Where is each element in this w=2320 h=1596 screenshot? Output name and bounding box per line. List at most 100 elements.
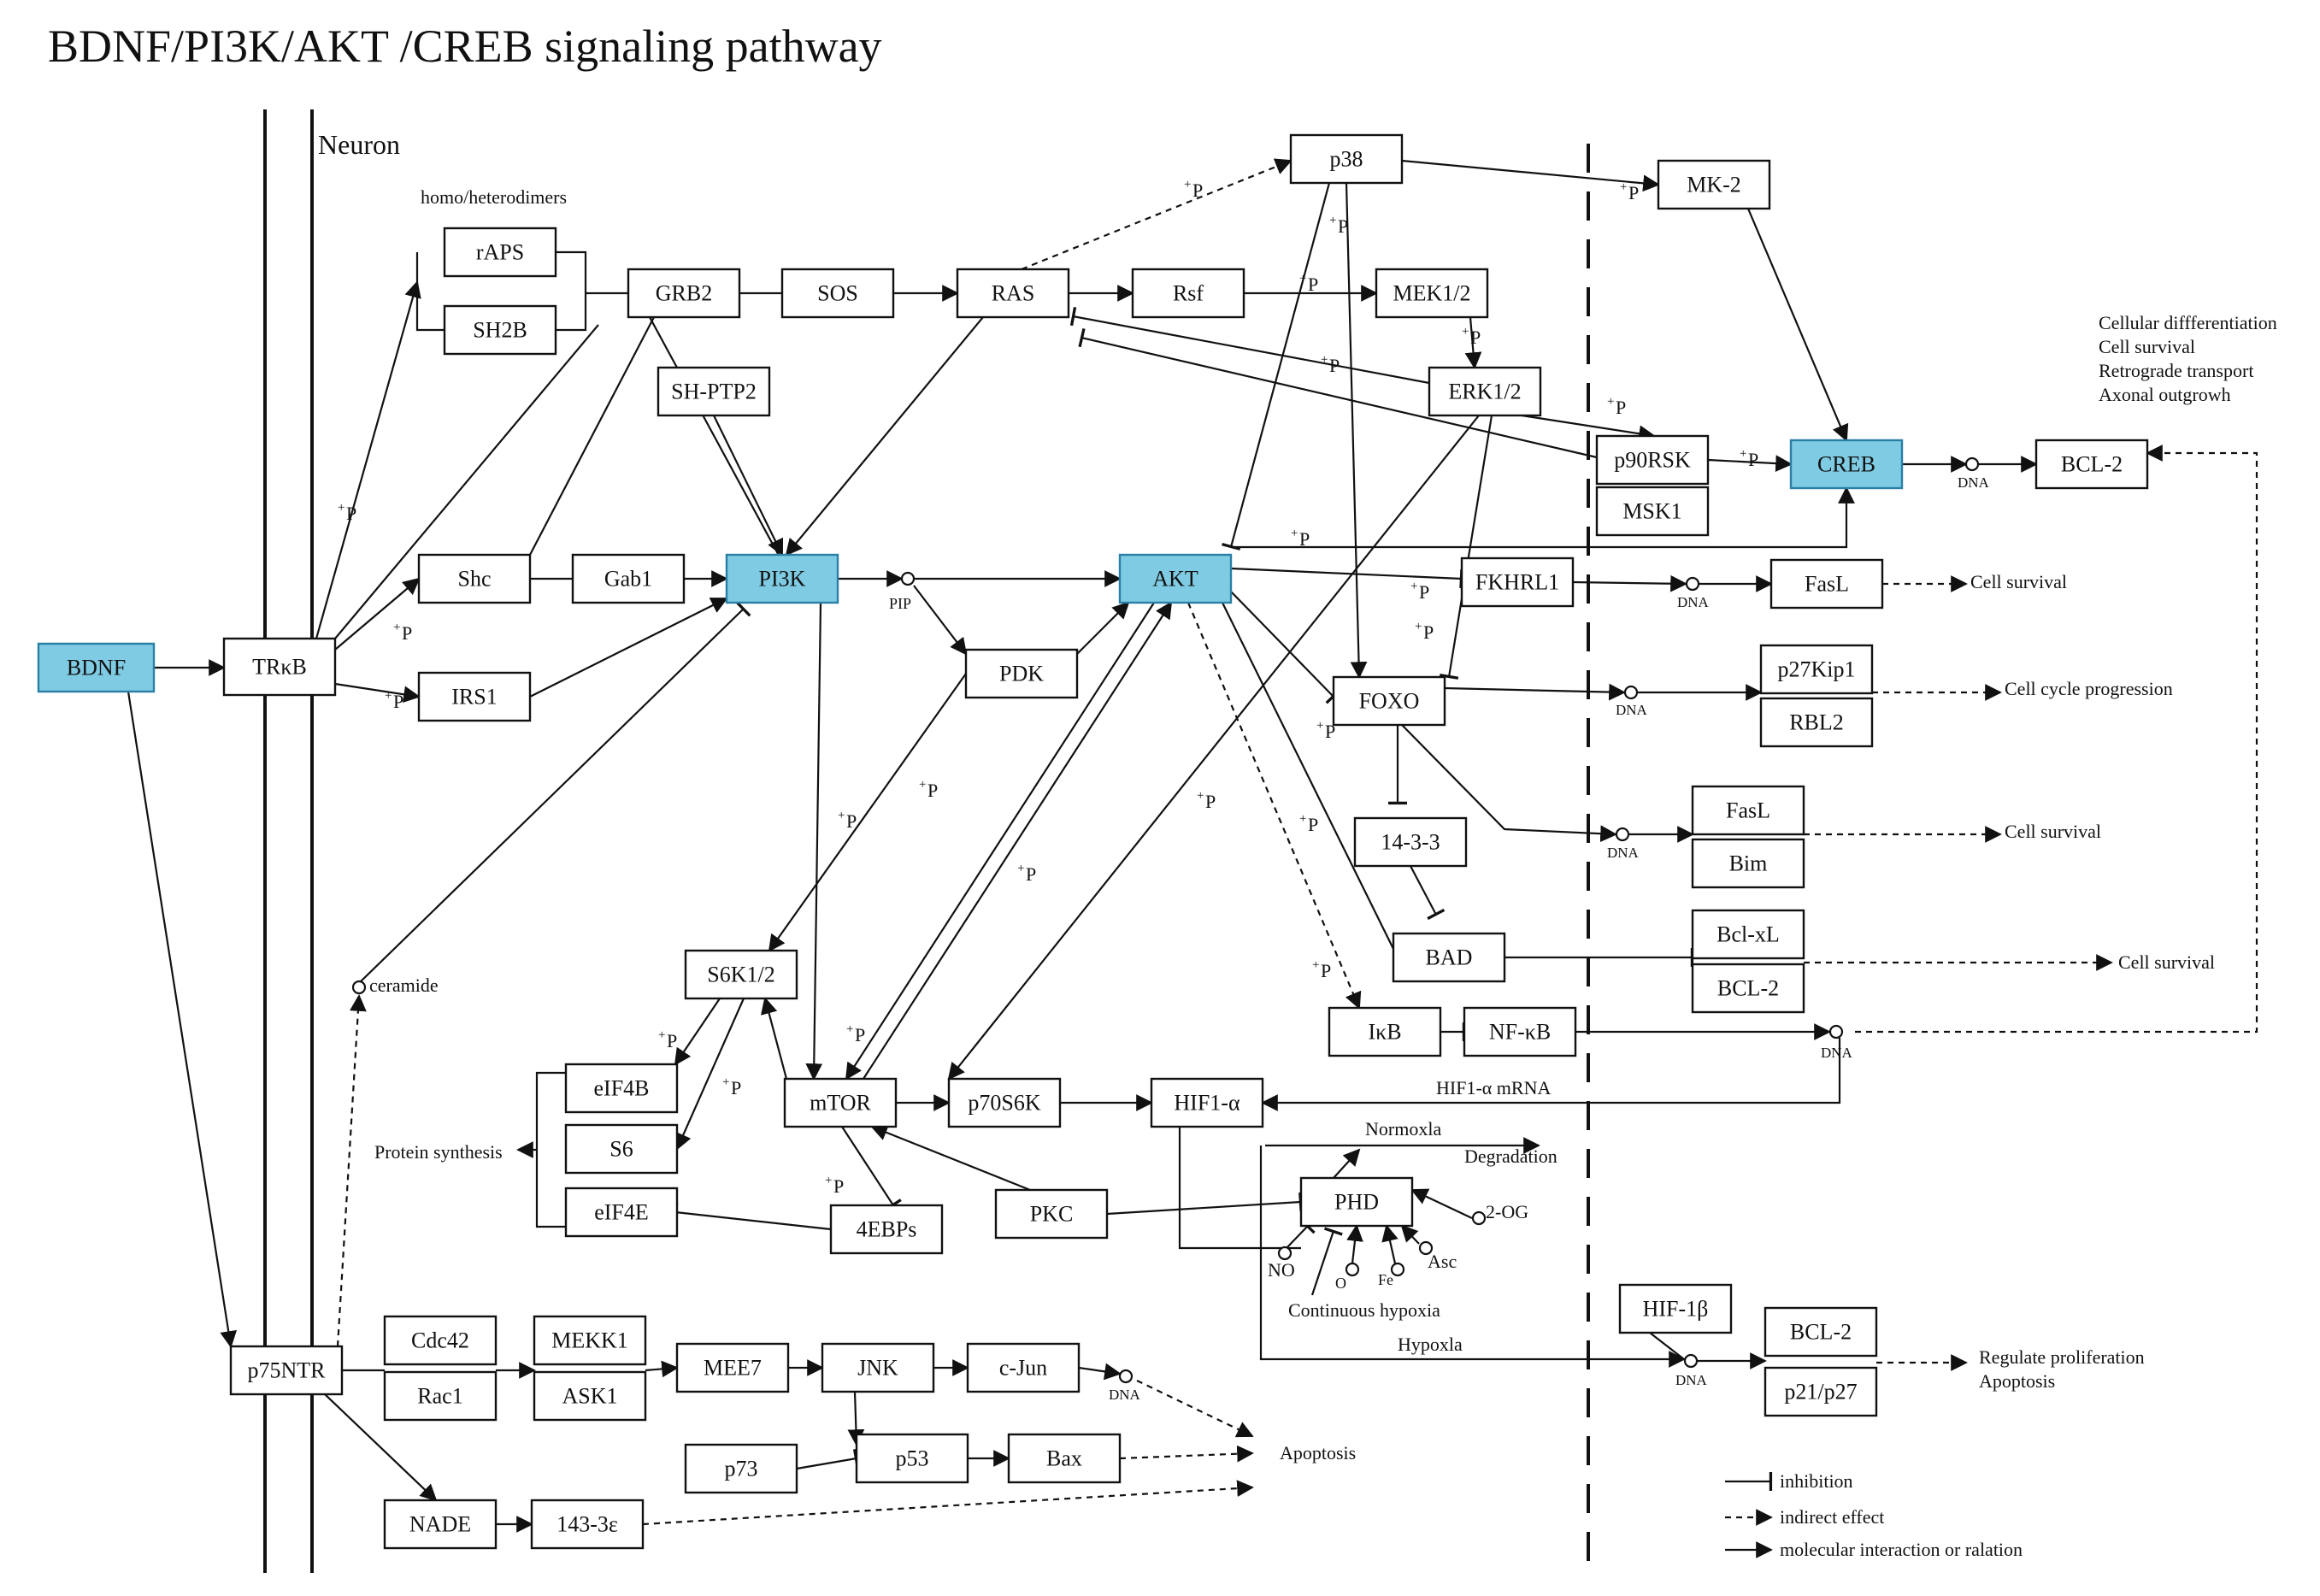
node-label: SOS [817, 281, 858, 306]
node-rbl2: RBL2 [1759, 697, 1874, 748]
dna-label-4: DNA [1821, 1045, 1853, 1061]
label-outcomes4: Axonal outgrowh [2099, 384, 2231, 405]
edge-akt-bad [1222, 602, 1394, 950]
node-label: S6K1/2 [707, 963, 774, 987]
node-cdc42: Cdc42 [383, 1315, 498, 1366]
node-label: RAS [992, 281, 1035, 306]
node-label: SH-PTP2 [671, 380, 757, 404]
edge-pkc-phd [1106, 1192, 1303, 1216]
dna-label-3: DNA [1607, 845, 1640, 861]
edge-hif1a-hypoxia [1259, 1145, 1686, 1368]
phospho-plus-6: + [1462, 325, 1469, 339]
node-label: mTOR [810, 1091, 871, 1116]
node-mekk1: MEKK1 [533, 1315, 647, 1366]
node-box [1353, 816, 1468, 868]
node-gab1: Gab1 [571, 553, 686, 604]
node-box [725, 553, 839, 604]
dna-label-5: DNA [1675, 1372, 1708, 1388]
node-label: 14-3-3 [1381, 830, 1440, 855]
o2-marker [1345, 1262, 1360, 1277]
node-box [564, 1063, 679, 1114]
node-label: eIF4B [594, 1076, 650, 1101]
no-marker [1277, 1246, 1292, 1261]
node-label: SH2B [473, 318, 527, 343]
phospho-label-19: P [846, 810, 857, 832]
ceramide-marker [351, 980, 367, 995]
edge-hypoxia-phd [1310, 1227, 1343, 1296]
node-grb2: GRB2 [627, 268, 741, 319]
node-label: Gab1 [604, 567, 652, 592]
dna-nfkb [1828, 1024, 1844, 1039]
node-label: GRB2 [656, 281, 712, 306]
node-box [533, 1315, 647, 1366]
node-shc: Shc [417, 553, 532, 604]
pip3-marker [900, 571, 916, 586]
label-homo: homo/heterodimers [421, 186, 567, 208]
node-ras: RAS [956, 268, 1070, 319]
edge-fkhrl1-dna [1572, 574, 1687, 592]
edge-pkc-mtor [870, 1124, 1031, 1192]
edge-erk-p90rsk [1521, 414, 1656, 443]
node-box [1332, 675, 1446, 727]
node-box [1131, 268, 1245, 319]
edge-2og-phd [1410, 1188, 1473, 1219]
node-box [37, 642, 156, 693]
label-o2: O [1335, 1275, 1346, 1292]
node-nfkb: NF-κB [1463, 1006, 1577, 1057]
node-box [1789, 439, 1904, 490]
edge-s6k-s6 [675, 998, 745, 1151]
node-p75ntr: p75NTR [229, 1345, 344, 1396]
node-sos: SOS [780, 268, 895, 319]
node-label: Rac1 [417, 1384, 462, 1409]
phospho-plus-7: + [1321, 353, 1328, 367]
node-label: RBL2 [1789, 710, 1844, 735]
dna-hif [1683, 1353, 1699, 1369]
phospho-plus-16: + [1197, 789, 1204, 803]
node-label: MK-2 [1687, 173, 1741, 197]
phospho-plus-20: + [1312, 958, 1319, 972]
phospho-label-13: P [1423, 621, 1434, 643]
node-label: p75NTR [248, 1358, 327, 1383]
node-box [675, 1342, 790, 1393]
node-box [564, 1123, 679, 1175]
node-box [783, 1077, 898, 1128]
node-label: c-Jun [999, 1356, 1047, 1381]
edge-ras-pi3k [785, 316, 984, 557]
node-box [1691, 838, 1805, 889]
edge-mrna-hif1a [1261, 1038, 1841, 1111]
edge-bracket-left [415, 252, 445, 332]
node-label: Shc [458, 567, 492, 592]
node-label: p90RSK [1614, 448, 1691, 473]
label-hypoxla: Hypoxla [1398, 1334, 1463, 1355]
edge-pip3-pdk [913, 585, 968, 656]
node-shptp2: SH-PTP2 [657, 366, 771, 417]
edge-akt-creb [1231, 486, 1855, 549]
node-label: 4EBPs [857, 1217, 917, 1242]
node-label: p38 [1330, 147, 1363, 172]
node-label: BAD [1426, 945, 1473, 970]
edge-erk-p70s6k [947, 415, 1480, 1081]
node-cjun: c-Jun [966, 1342, 1081, 1393]
node-box [1691, 963, 1805, 1014]
phospho-label-4: P [1338, 215, 1348, 237]
node-label: HIF1-α [1174, 1091, 1240, 1116]
phospho-label-1: P [402, 622, 412, 644]
node-label: ERK1/2 [1448, 380, 1521, 404]
node-hif1b: HIF-1β [1618, 1283, 1733, 1334]
dna-cjun [1118, 1369, 1134, 1384]
edge-akt-foxo [1230, 591, 1341, 704]
label-regprol1: Regulate proliferation [1979, 1346, 2145, 1368]
phospho-plus-14: + [1316, 719, 1323, 733]
phospho-plus-23: + [825, 1174, 832, 1187]
label-fe: Fe [1378, 1271, 1393, 1288]
node-ask1: ASK1 [533, 1370, 647, 1422]
diagram-title: BDNF/PI3K/AKT /CREB signaling pathway [48, 21, 882, 72]
node-bcl2b: BCL-2 [1691, 963, 1805, 1014]
label-ccp: Cell cycle progression [2005, 678, 2173, 699]
phospho-plus-12: + [1410, 580, 1417, 593]
edge-p90rsk-ras [1078, 328, 1598, 459]
fe-marker [1390, 1262, 1405, 1277]
phospho-plus-4: + [1329, 214, 1336, 227]
node-label: 143-3ε [556, 1512, 618, 1537]
